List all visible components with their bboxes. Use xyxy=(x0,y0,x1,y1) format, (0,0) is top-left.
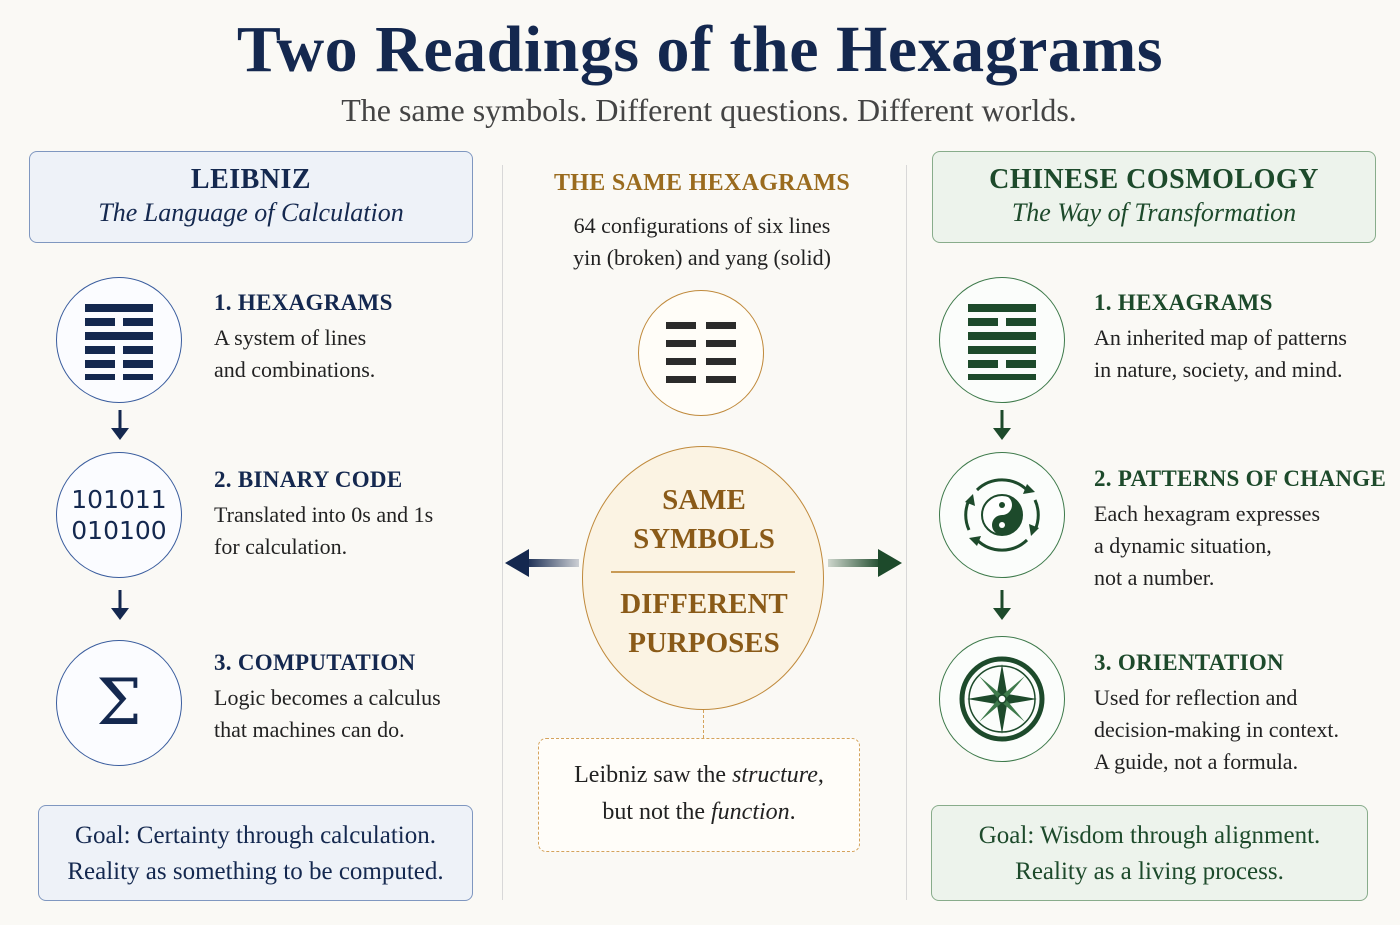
hexagram-icon xyxy=(939,277,1065,403)
cosmology-step-1-title: 1. HEXAGRAMS xyxy=(1094,290,1273,315)
leibniz-subtitle: The Language of Calculation xyxy=(98,198,404,227)
column-divider-left xyxy=(502,165,503,900)
page-subtitle: The same symbols. Different questions. D… xyxy=(341,92,1077,128)
leibniz-step-2-title: 2. BINARY CODE xyxy=(214,467,403,492)
arrow-down-icon xyxy=(111,590,129,620)
arrow-right-icon xyxy=(828,549,902,577)
binary-line-2: 010100 xyxy=(71,516,167,545)
chinese-cosmology-subtitle: The Way of Transformation xyxy=(1011,198,1297,227)
hexagram-icon xyxy=(56,277,182,403)
arrow-left-icon xyxy=(505,549,579,577)
cosmology-step-3-title: 3. ORIENTATION xyxy=(1094,650,1284,675)
binary-line-1: 101011 xyxy=(71,485,167,514)
column-divider-right xyxy=(906,165,907,900)
leibniz-step-3-title: 3. COMPUTATION xyxy=(214,650,416,675)
note-connector xyxy=(703,710,704,738)
page-title: Two Readings of the Hexagrams xyxy=(236,13,1164,86)
compass-icon xyxy=(939,636,1065,762)
binary-icon: 101011 010100 xyxy=(56,452,182,578)
leibniz-step-1-title: 1. HEXAGRAMS xyxy=(214,290,393,315)
arrow-down-icon xyxy=(993,410,1011,440)
hexagram-icon xyxy=(638,290,764,416)
leibniz-header: LEIBNIZ The Language of Calculation xyxy=(29,151,473,243)
leibniz-note: Leibniz saw the structure, but not the f… xyxy=(538,738,860,852)
arrow-down-icon xyxy=(993,590,1011,620)
oval-divider xyxy=(611,571,795,573)
chinese-cosmology-title: CHINESE COSMOLOGY xyxy=(989,164,1319,195)
yin-yang-cycle-icon xyxy=(939,452,1065,578)
sigma-icon: Σ xyxy=(56,640,182,766)
arrow-down-icon xyxy=(111,410,129,440)
cosmology-goal: Goal: Wisdom through alignment.Reality a… xyxy=(931,805,1368,901)
chinese-cosmology-header: CHINESE COSMOLOGY The Way of Transformat… xyxy=(932,151,1376,243)
center-title: THE SAME HEXAGRAMS xyxy=(553,170,851,196)
cosmology-step-2-title: 2. PATTERNS OF CHANGE xyxy=(1094,466,1387,491)
leibniz-title: LEIBNIZ xyxy=(190,164,312,195)
leibniz-goal: Goal: Certainty through calculation.Real… xyxy=(38,805,473,901)
